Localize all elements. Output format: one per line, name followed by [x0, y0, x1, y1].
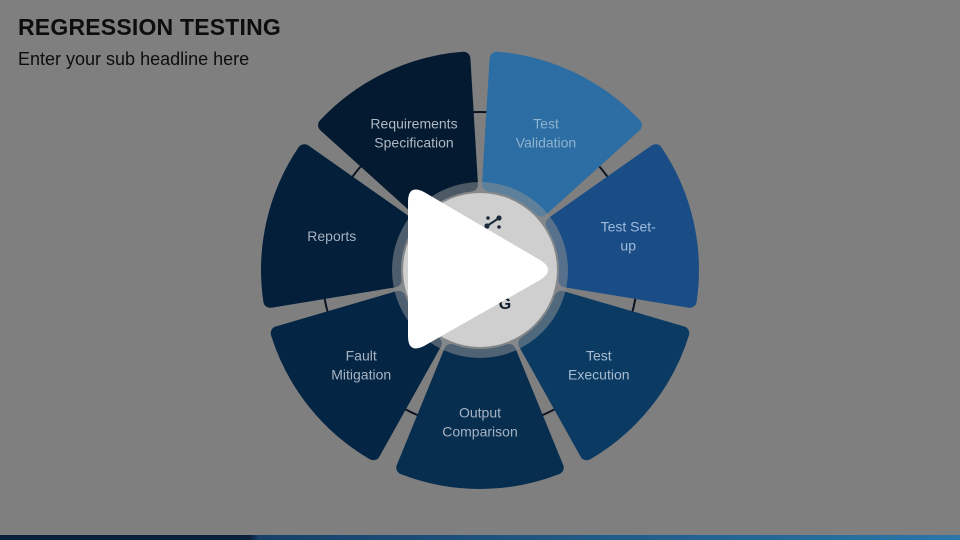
- segment-label-line: Reports: [307, 228, 356, 244]
- segment-label-line: Comparison: [442, 424, 517, 440]
- segment-label-line: Execution: [568, 366, 629, 382]
- segment-label-line: Test Set-: [601, 219, 657, 235]
- segment-label-line: up: [620, 238, 636, 254]
- segment-label-line: Requirements: [370, 116, 457, 132]
- slide-title: REGRESSION TESTING: [18, 14, 282, 40]
- play-icon[interactable]: [408, 189, 548, 349]
- segment-label-line: Mitigation: [331, 366, 391, 382]
- segment-label: Reports: [307, 228, 356, 244]
- segment-label-line: Test: [586, 347, 612, 363]
- segment-label-line: Fault: [346, 347, 377, 363]
- segment-label: Test Set-up: [601, 219, 657, 254]
- segment-label-line: Validation: [516, 135, 576, 151]
- footer-accent-bar: [0, 535, 960, 540]
- segment-label-line: Test: [533, 116, 559, 132]
- segment-label-line: Specification: [374, 135, 453, 151]
- play-button[interactable]: [408, 189, 548, 349]
- slide-subtitle: Enter your sub headline here: [18, 49, 250, 69]
- network-nodes-icon: [484, 215, 502, 229]
- segment-label-line: Output: [459, 405, 501, 421]
